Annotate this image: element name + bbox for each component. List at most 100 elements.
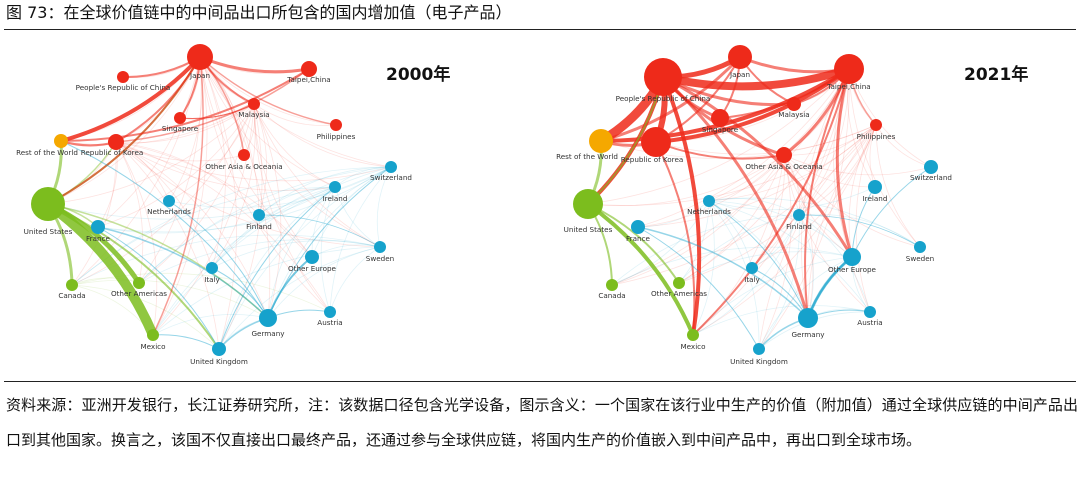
link-germany-france — [637, 226, 809, 319]
link-japan-mexico — [152, 56, 204, 336]
node-label-us: United States — [564, 225, 613, 234]
background-link — [783, 154, 871, 313]
node-label-finland: Finland — [786, 222, 812, 231]
node-switzerland — [385, 161, 397, 173]
background-link — [168, 56, 203, 202]
node-sweden — [374, 241, 386, 253]
node-sweden — [914, 241, 926, 253]
background-link — [637, 124, 877, 228]
link-germany-austria — [267, 309, 331, 319]
background-link — [115, 141, 260, 216]
background-link — [152, 314, 269, 336]
node-label-austria: Austria — [857, 318, 882, 327]
background-link — [211, 166, 392, 269]
link-prc-taipei — [659, 65, 853, 91]
node-label-switzerland: Switzerland — [910, 173, 952, 182]
node-germany — [259, 309, 277, 327]
background-link — [751, 68, 850, 269]
node-prc — [117, 71, 129, 83]
background-link — [253, 103, 381, 248]
node-us — [573, 189, 603, 219]
background-link — [138, 186, 336, 284]
link-us-uk — [47, 203, 220, 350]
node-label-switzerland: Switzerland — [370, 173, 412, 182]
node-singapore — [711, 109, 729, 127]
node-taipei — [301, 61, 317, 77]
background-link — [798, 214, 814, 319]
link-taipei-row — [599, 67, 851, 143]
network-2000-year-label: 2000年 — [386, 65, 451, 85]
link-korea-mexico — [655, 141, 696, 336]
node-label-japan: Japan — [189, 71, 210, 80]
node-label-othereurope: Other Europe — [288, 264, 337, 273]
background-link — [267, 166, 392, 319]
link-prc-othereurope — [661, 75, 854, 259]
node-philippines — [870, 119, 882, 131]
node-label-italy: Italy — [744, 275, 760, 284]
node-label-mexico: Mexico — [140, 342, 165, 351]
background-link — [376, 166, 392, 248]
node-otheramericas — [133, 277, 145, 289]
background-link — [751, 214, 800, 269]
node-label-germany: Germany — [251, 329, 285, 338]
node-prc — [644, 58, 682, 96]
background-link — [115, 141, 170, 202]
node-otheramericas — [673, 277, 685, 289]
link-sweden-finland — [798, 214, 921, 248]
background-link — [783, 154, 921, 248]
node-label-sweden: Sweden — [366, 254, 394, 263]
background-link — [758, 124, 877, 350]
node-korea — [108, 134, 124, 150]
background-link — [199, 56, 237, 350]
background-link — [678, 154, 785, 284]
link-netherlands-germany — [168, 200, 269, 319]
background-link — [71, 277, 140, 286]
node-label-netherlands: Netherlands — [147, 207, 191, 216]
background-link — [678, 124, 877, 284]
background-link — [115, 141, 392, 182]
node-label-prc: People's Republic of China — [76, 83, 171, 92]
link-taipei-germany — [804, 68, 850, 319]
background-link — [211, 186, 336, 269]
background-link — [253, 103, 336, 188]
network-2021-background-mesh — [587, 68, 932, 350]
node-germany — [798, 308, 818, 328]
node-label-japan: Japan — [729, 70, 750, 79]
node-japan — [728, 45, 752, 69]
node-oao — [776, 147, 792, 163]
link-us-mexico — [586, 202, 695, 337]
node-label-uk: United Kingdom — [190, 357, 248, 366]
background-link — [168, 103, 255, 202]
background-link — [71, 141, 117, 286]
node-label-austria: Austria — [317, 318, 342, 327]
background-link — [138, 239, 381, 284]
node-austria — [864, 306, 876, 318]
node-label-otheramericas: Other Americas — [111, 289, 167, 298]
node-korea — [641, 127, 671, 157]
bottom-rule — [4, 381, 1076, 382]
source-note: 资料来源：亚洲开发银行，长江证券研究所，注：该数据口径包含光学设备，图示含义：一… — [6, 396, 1078, 449]
background-link — [253, 103, 268, 216]
node-taipei — [834, 54, 864, 84]
link-germany-row — [60, 140, 269, 319]
background-link — [783, 154, 814, 319]
node-finland — [793, 209, 805, 221]
node-label-mexico: Mexico — [680, 342, 705, 351]
node-label-philippines: Philippines — [317, 132, 356, 141]
background-link — [152, 166, 392, 336]
link-france-uk — [637, 226, 760, 350]
node-us — [31, 187, 65, 221]
background-link — [115, 141, 269, 319]
node-label-korea: Republic of Korea — [621, 155, 684, 164]
node-label-taipei: Taipei,China — [286, 75, 330, 84]
network-2000-edges — [43, 55, 392, 350]
node-label-oao: Other Asia & Oceania — [205, 162, 282, 171]
node-uk — [212, 342, 226, 356]
background-link — [97, 56, 201, 228]
background-link — [152, 56, 208, 336]
background-link — [71, 272, 331, 313]
node-label-taipei: Taipei,China — [826, 82, 870, 91]
